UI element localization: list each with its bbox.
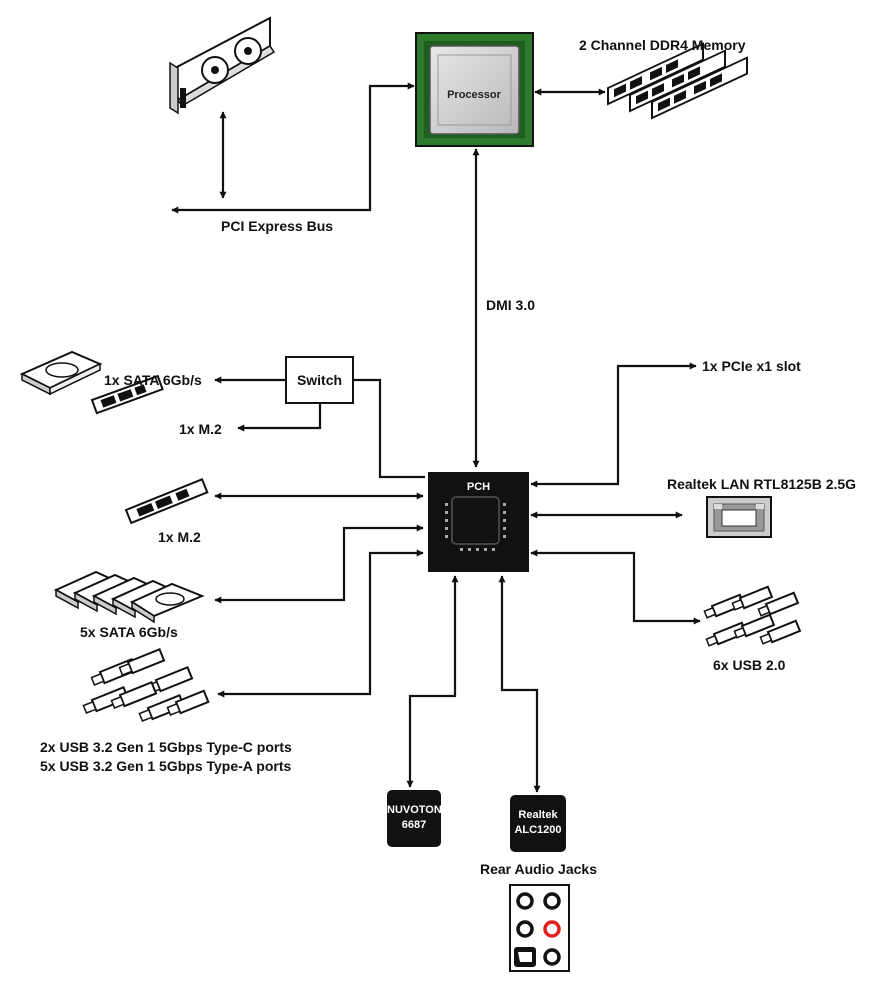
- m2-ssd-icon: [124, 477, 209, 525]
- pci-express-bus-label: PCI Express Bus: [221, 218, 334, 234]
- sata5-label: 5x SATA 6Gb/s: [80, 624, 178, 640]
- realtek-line2: ALC1200: [514, 824, 562, 836]
- audio-jacks-icon: [509, 884, 570, 972]
- m2-ssd-icon: [90, 374, 164, 415]
- processor-icon: [415, 32, 534, 147]
- sata-drives-icon: [53, 570, 205, 624]
- switch-label: Switch: [296, 372, 343, 388]
- usb-ports-icon: [82, 647, 210, 722]
- usb2-ports-icon: [703, 585, 802, 647]
- pch-label: PCH: [466, 481, 491, 493]
- pcie-x1-label: 1x PCIe x1 slot: [702, 358, 801, 374]
- switch-box: [285, 356, 354, 404]
- memory-label: 2 Channel DDR4 Memory: [579, 37, 746, 53]
- realtek-line1: Realtek: [518, 809, 558, 821]
- graphics-card-icon: [169, 16, 276, 115]
- realtek-audio-chip: [510, 795, 566, 852]
- connector-lines: [171, 82, 701, 793]
- memory-icon: [607, 42, 748, 120]
- usb2-label: 6x USB 2.0: [713, 657, 786, 673]
- m2a-label: 1x M.2: [179, 421, 222, 437]
- lan-label: Realtek LAN RTL8125B 2.5G: [667, 476, 857, 492]
- sata1-label: 1x SATA 6Gb/s: [104, 372, 202, 388]
- nuvoton-line1: NUVOTON: [387, 804, 442, 816]
- nuvoton-chip: [387, 790, 441, 847]
- ethernet-port-icon: [706, 496, 772, 538]
- audio-jacks-label: Rear Audio Jacks: [480, 861, 597, 877]
- dmi-label: DMI 3.0: [486, 297, 536, 313]
- usb-c-label: 2x USB 3.2 Gen 1 5Gbps Type-C ports: [40, 739, 292, 755]
- nuvoton-line2: 6687: [401, 819, 427, 831]
- processor-label: Processor: [447, 89, 502, 101]
- m2b-label: 1x M.2: [158, 529, 201, 545]
- sata-drive-icon: [19, 350, 103, 396]
- usb-a-label: 5x USB 3.2 Gen 1 5Gbps Type-A ports: [40, 758, 292, 774]
- pch-chip-icon: [428, 472, 529, 572]
